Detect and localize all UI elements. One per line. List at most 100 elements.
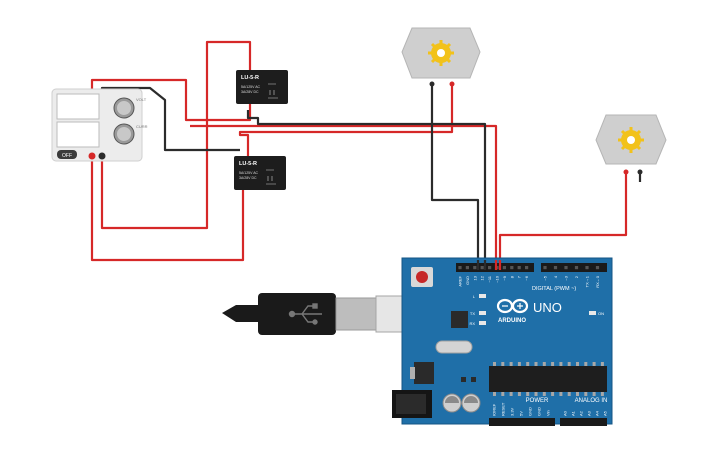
wire-red-pin-12[interactable] <box>190 124 498 268</box>
digital-pin-hole[interactable] <box>564 266 568 270</box>
analog-pin-label: A0 <box>563 410 568 416</box>
digital-pin-hole[interactable] <box>480 266 484 270</box>
digital-pin-hole[interactable] <box>517 266 521 270</box>
digital-pin-hole[interactable] <box>465 266 469 270</box>
chip-pin <box>567 392 571 396</box>
chip-pin <box>517 362 521 366</box>
digital-pin-label: ~10 <box>495 275 500 283</box>
relay-2-rating-ac: 5A/125V AC <box>239 171 259 175</box>
digital-pin-label: ~3 <box>564 275 569 280</box>
digital-pin-label: RX←0 <box>595 275 600 288</box>
digital-pin-hole[interactable] <box>543 266 547 270</box>
chip-pin <box>600 362 604 366</box>
digital-pin-hole[interactable] <box>553 266 558 270</box>
chip-pin <box>526 362 530 366</box>
led-rx <box>479 321 486 325</box>
chip-pin <box>509 362 513 366</box>
power-switch-label: OFF <box>62 153 72 159</box>
digital-pin-label: 2 <box>574 275 579 278</box>
relay-1[interactable]: LU-5-R 5A/125V AC 3A/28V DC <box>236 70 288 104</box>
usb-cable[interactable] <box>222 293 433 335</box>
wire-red-pin-11-motor2[interactable] <box>498 170 628 268</box>
digital-pin-hole[interactable] <box>574 266 579 270</box>
analog-pin-label: A5 <box>603 410 608 416</box>
digital-pin-label: GND <box>465 276 470 285</box>
reset-button[interactable] <box>416 271 428 283</box>
usb-cable-strain-relief <box>222 305 258 322</box>
digital-pin-hole[interactable] <box>525 266 529 270</box>
motor-1-gear-icon <box>428 40 454 66</box>
digital-pin-hole[interactable] <box>458 266 462 270</box>
digital-pin-label: 13 <box>472 275 477 280</box>
dc-motor-2[interactable] <box>595 114 667 175</box>
chip-pin <box>551 362 555 366</box>
chip-pin <box>501 392 505 396</box>
chip-pin <box>501 362 505 366</box>
positive-terminal[interactable] <box>88 152 96 160</box>
led-tx <box>479 311 486 315</box>
digital-pin-label: ~6 <box>524 275 529 280</box>
relay-1-name: LU-5-R <box>241 75 259 81</box>
relay-2-rating-dc: 3A/28V DC <box>239 176 257 180</box>
chip-pin <box>584 362 588 366</box>
wire-red-lower-loop[interactable] <box>90 157 245 262</box>
digital-pin-label: ~11 <box>487 275 492 282</box>
chip-pin <box>493 392 496 396</box>
digital-pin-hole[interactable] <box>488 266 492 270</box>
digital-pin-hole[interactable] <box>510 266 514 270</box>
relay-2-name: LU-5-R <box>239 161 257 167</box>
power-pin-label: 5V <box>519 411 524 416</box>
voltage-knob-label: VOLT <box>136 97 147 102</box>
led-l <box>479 294 486 298</box>
negative-terminal[interactable] <box>98 152 106 160</box>
chip-pin <box>567 362 571 366</box>
chip-pin <box>542 392 546 396</box>
power-pin-label: GND <box>528 407 533 416</box>
power-switch-button[interactable] <box>57 150 77 159</box>
motor-1-terminal-positive[interactable] <box>449 81 455 87</box>
smd-component-2 <box>471 377 476 382</box>
analog-pin-label: A2 <box>579 410 584 416</box>
crystal <box>435 340 473 354</box>
arduino-model: UNO <box>533 300 562 315</box>
digital-pin-hole[interactable] <box>585 266 589 270</box>
dc-motor-1[interactable] <box>401 27 481 87</box>
chip-pin <box>526 392 530 396</box>
digital-pin-label: TX→1 <box>585 275 590 287</box>
voltage-display <box>56 93 100 120</box>
chip-pin <box>517 392 521 396</box>
power-supply[interactable]: VOLT CURR OFF <box>51 88 148 162</box>
motor-2-terminal-positive[interactable] <box>623 169 629 175</box>
current-knob-label: CURR <box>136 124 148 129</box>
power-pin-label: RESET <box>501 402 506 416</box>
motor-1-terminal-negative[interactable] <box>429 81 435 87</box>
digital-pin-hole[interactable] <box>473 266 477 270</box>
atmega-chip <box>489 366 607 392</box>
chip-pin <box>592 362 596 366</box>
chip-pin <box>584 392 588 396</box>
digital-pin-label: 4 <box>553 275 558 278</box>
digital-pin-hole[interactable] <box>595 266 600 270</box>
arduino-logo-icon <box>496 298 529 314</box>
usb-icon <box>288 303 322 325</box>
digital-label: DIGITAL (PWM ~) <box>532 286 576 292</box>
analog-header <box>560 418 607 426</box>
digital-header-right <box>541 263 607 272</box>
relay-2[interactable]: LU-5-R 5A/125V AC 3A/28V DC <box>234 156 286 190</box>
led-l-label: L <box>473 294 476 299</box>
chip-pin <box>576 392 579 396</box>
wire-black-relay1-pin13[interactable] <box>246 110 487 268</box>
digital-pin-label: 12 <box>480 275 485 280</box>
digital-pin-hole[interactable] <box>502 266 506 270</box>
motor-2-terminal-negative[interactable] <box>637 169 643 175</box>
smd-component-1 <box>461 377 466 382</box>
power-pin-label: 3.3V <box>510 407 515 416</box>
usb-plug-metal <box>335 297 377 331</box>
power-pin-label: IOREF <box>492 403 497 416</box>
chip-pin <box>534 362 538 366</box>
digital-pin-label: 8 <box>509 275 514 278</box>
wire-black-motor1-gnd[interactable] <box>430 84 480 268</box>
